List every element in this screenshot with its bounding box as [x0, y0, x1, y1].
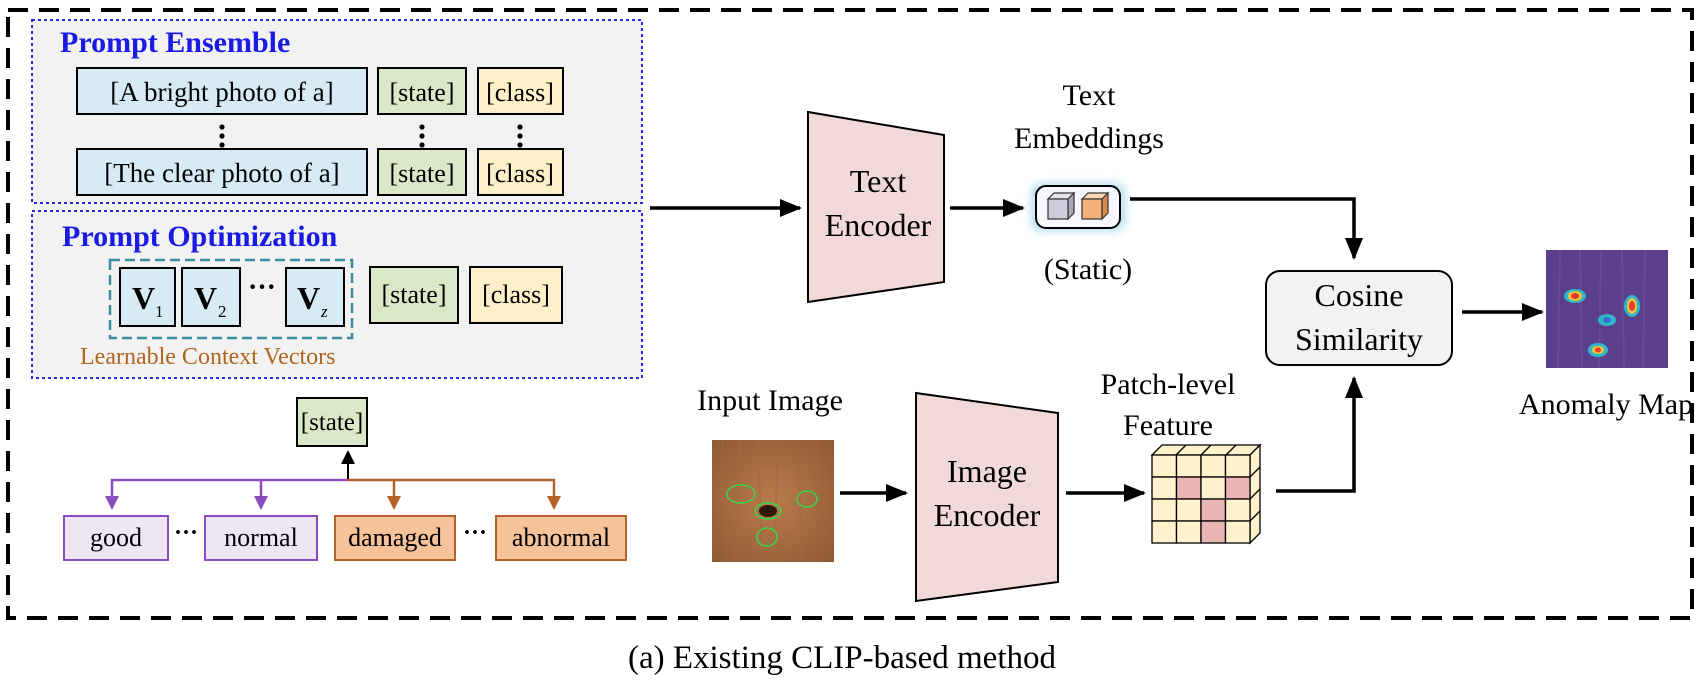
ensemble-class-text-2: [class] — [486, 159, 554, 188]
vz-letter: V — [297, 280, 320, 316]
optimization-class-text: [class] — [482, 280, 550, 309]
word-good-text: good — [90, 523, 142, 552]
prompt-ensemble-heading: Prompt Ensemble — [60, 26, 290, 59]
word-abnormal-text: abnormal — [512, 523, 610, 552]
input-image-label: Input Image — [697, 384, 843, 417]
v2-subscript: 2 — [218, 302, 227, 321]
word-abnormal-box — [495, 515, 627, 561]
word-normal-text: normal — [224, 523, 298, 552]
text-encoder-label-line2: Encoder — [825, 207, 932, 243]
prompt-ensemble-frame — [31, 19, 643, 204]
image-encoder-label-line1: Image — [947, 453, 1027, 489]
vz-box — [285, 267, 345, 327]
learnable-context-label: Learnable Context Vectors — [80, 344, 335, 370]
state-tree-root-text: [state] — [301, 409, 363, 436]
prompt-optimization-frame — [31, 210, 643, 379]
v1-letter: V — [132, 280, 155, 316]
ensemble-class-box-1 — [477, 67, 564, 115]
ensemble-state-box-2 — [377, 148, 467, 196]
patch-feature-label-line2: Feature — [1123, 409, 1213, 442]
word-ellipsis-1: ··· — [174, 520, 198, 546]
figure-caption: (a) Existing CLIP-based method — [628, 640, 1057, 676]
image-encoder-label-line2: Encoder — [934, 497, 1041, 533]
prompt2-box — [76, 148, 368, 196]
patch-feature-label-line1: Patch-level — [1101, 368, 1236, 401]
text-encoder-block — [807, 110, 945, 304]
text-embeddings-icon — [1030, 182, 1126, 232]
ensemble-state-text-2: [state] — [390, 159, 455, 188]
word-ellipsis-2: ··· — [463, 520, 487, 546]
ensemble-class-box-2 — [477, 148, 564, 196]
anomaly-map-image — [1546, 249, 1668, 369]
state-tree-brown-branch — [348, 478, 561, 510]
prompt2-text: [The clear photo of a] — [104, 158, 339, 188]
text-encoder-label-line1: Text — [850, 163, 907, 199]
state-tree-purple-branch — [105, 478, 348, 510]
word-damaged-text: damaged — [348, 523, 442, 552]
learnable-vectors-frame — [108, 258, 354, 340]
embeddings-to-cosine-arrow — [1130, 197, 1363, 260]
v2-letter: V — [194, 280, 217, 316]
optimization-state-box — [369, 266, 459, 324]
word-normal-box — [204, 515, 318, 561]
patch-feature-grid — [1150, 443, 1262, 545]
prompt1-box — [76, 67, 368, 115]
anomaly-map-label: Anomaly Map — [1519, 388, 1693, 421]
v2-box — [181, 267, 241, 327]
input-image-wood — [712, 439, 834, 563]
text-embeddings-label-line1: Text — [1063, 79, 1117, 112]
word-damaged-box — [334, 515, 456, 561]
v1-box — [119, 267, 176, 327]
ensemble-class-text-1: [class] — [486, 78, 554, 107]
static-label: (Static) — [1044, 253, 1132, 286]
ensemble-state-text-1: [state] — [390, 78, 455, 107]
prompt-optimization-heading: Prompt Optimization — [62, 220, 338, 253]
optimization-state-text: [state] — [382, 280, 447, 309]
ensemble-vertical-dots — [219, 124, 523, 148]
text-embeddings-label-line2: Embeddings — [1014, 122, 1164, 155]
cosine-label-line1: Cosine — [1315, 277, 1404, 313]
cosine-similarity-box — [1265, 270, 1453, 366]
vectors-ellipsis: ··· — [248, 272, 276, 303]
ensemble-state-box-1 — [377, 67, 467, 115]
v1-subscript: 1 — [155, 302, 164, 321]
feature-to-cosine-arrow — [1276, 376, 1363, 493]
prompt1-text: [A bright photo of a] — [110, 77, 333, 107]
outer-dashed-frame — [6, 8, 1694, 620]
state-tree-root-box — [296, 397, 368, 447]
optimization-class-box — [469, 266, 563, 324]
vz-subscript: z — [320, 302, 328, 321]
image-encoder-block — [915, 391, 1059, 603]
cosine-label-line2: Similarity — [1295, 321, 1423, 357]
word-good-box — [63, 515, 169, 561]
